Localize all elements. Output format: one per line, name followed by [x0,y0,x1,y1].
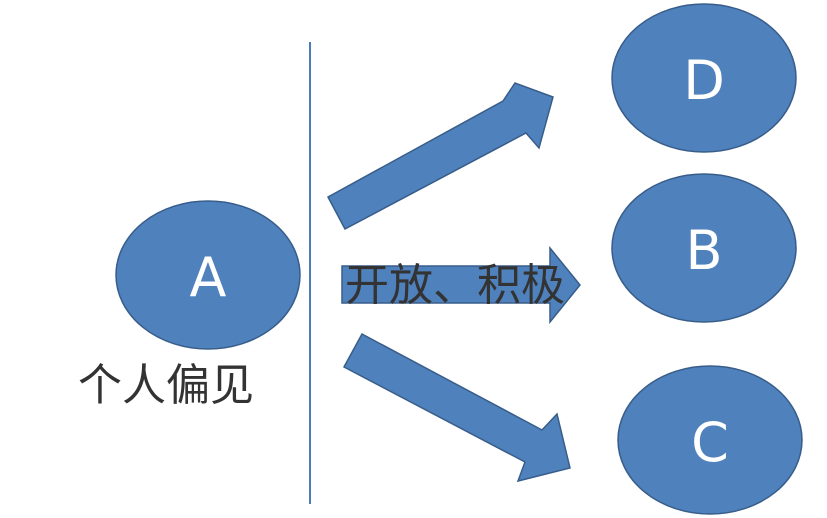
middle-caption: 开放、积极 [345,260,565,311]
node-a: A [115,200,301,350]
node-a-label: A [190,246,227,309]
arrow-to-d [326,82,554,231]
left-caption: 个人偏见 [78,360,254,411]
arrow-to-c [342,332,571,483]
node-d-label: D [683,49,725,112]
arrow-to-b [341,245,581,325]
node-c: C [617,365,803,515]
node-d: D [611,3,797,153]
node-b-ellipse [611,173,797,323]
node-c-label: C [691,411,729,474]
node-b: B [611,173,797,323]
node-a-ellipse [115,200,301,350]
node-b-label: B [685,219,722,282]
node-c-ellipse [617,365,803,515]
node-d-ellipse [611,3,797,153]
